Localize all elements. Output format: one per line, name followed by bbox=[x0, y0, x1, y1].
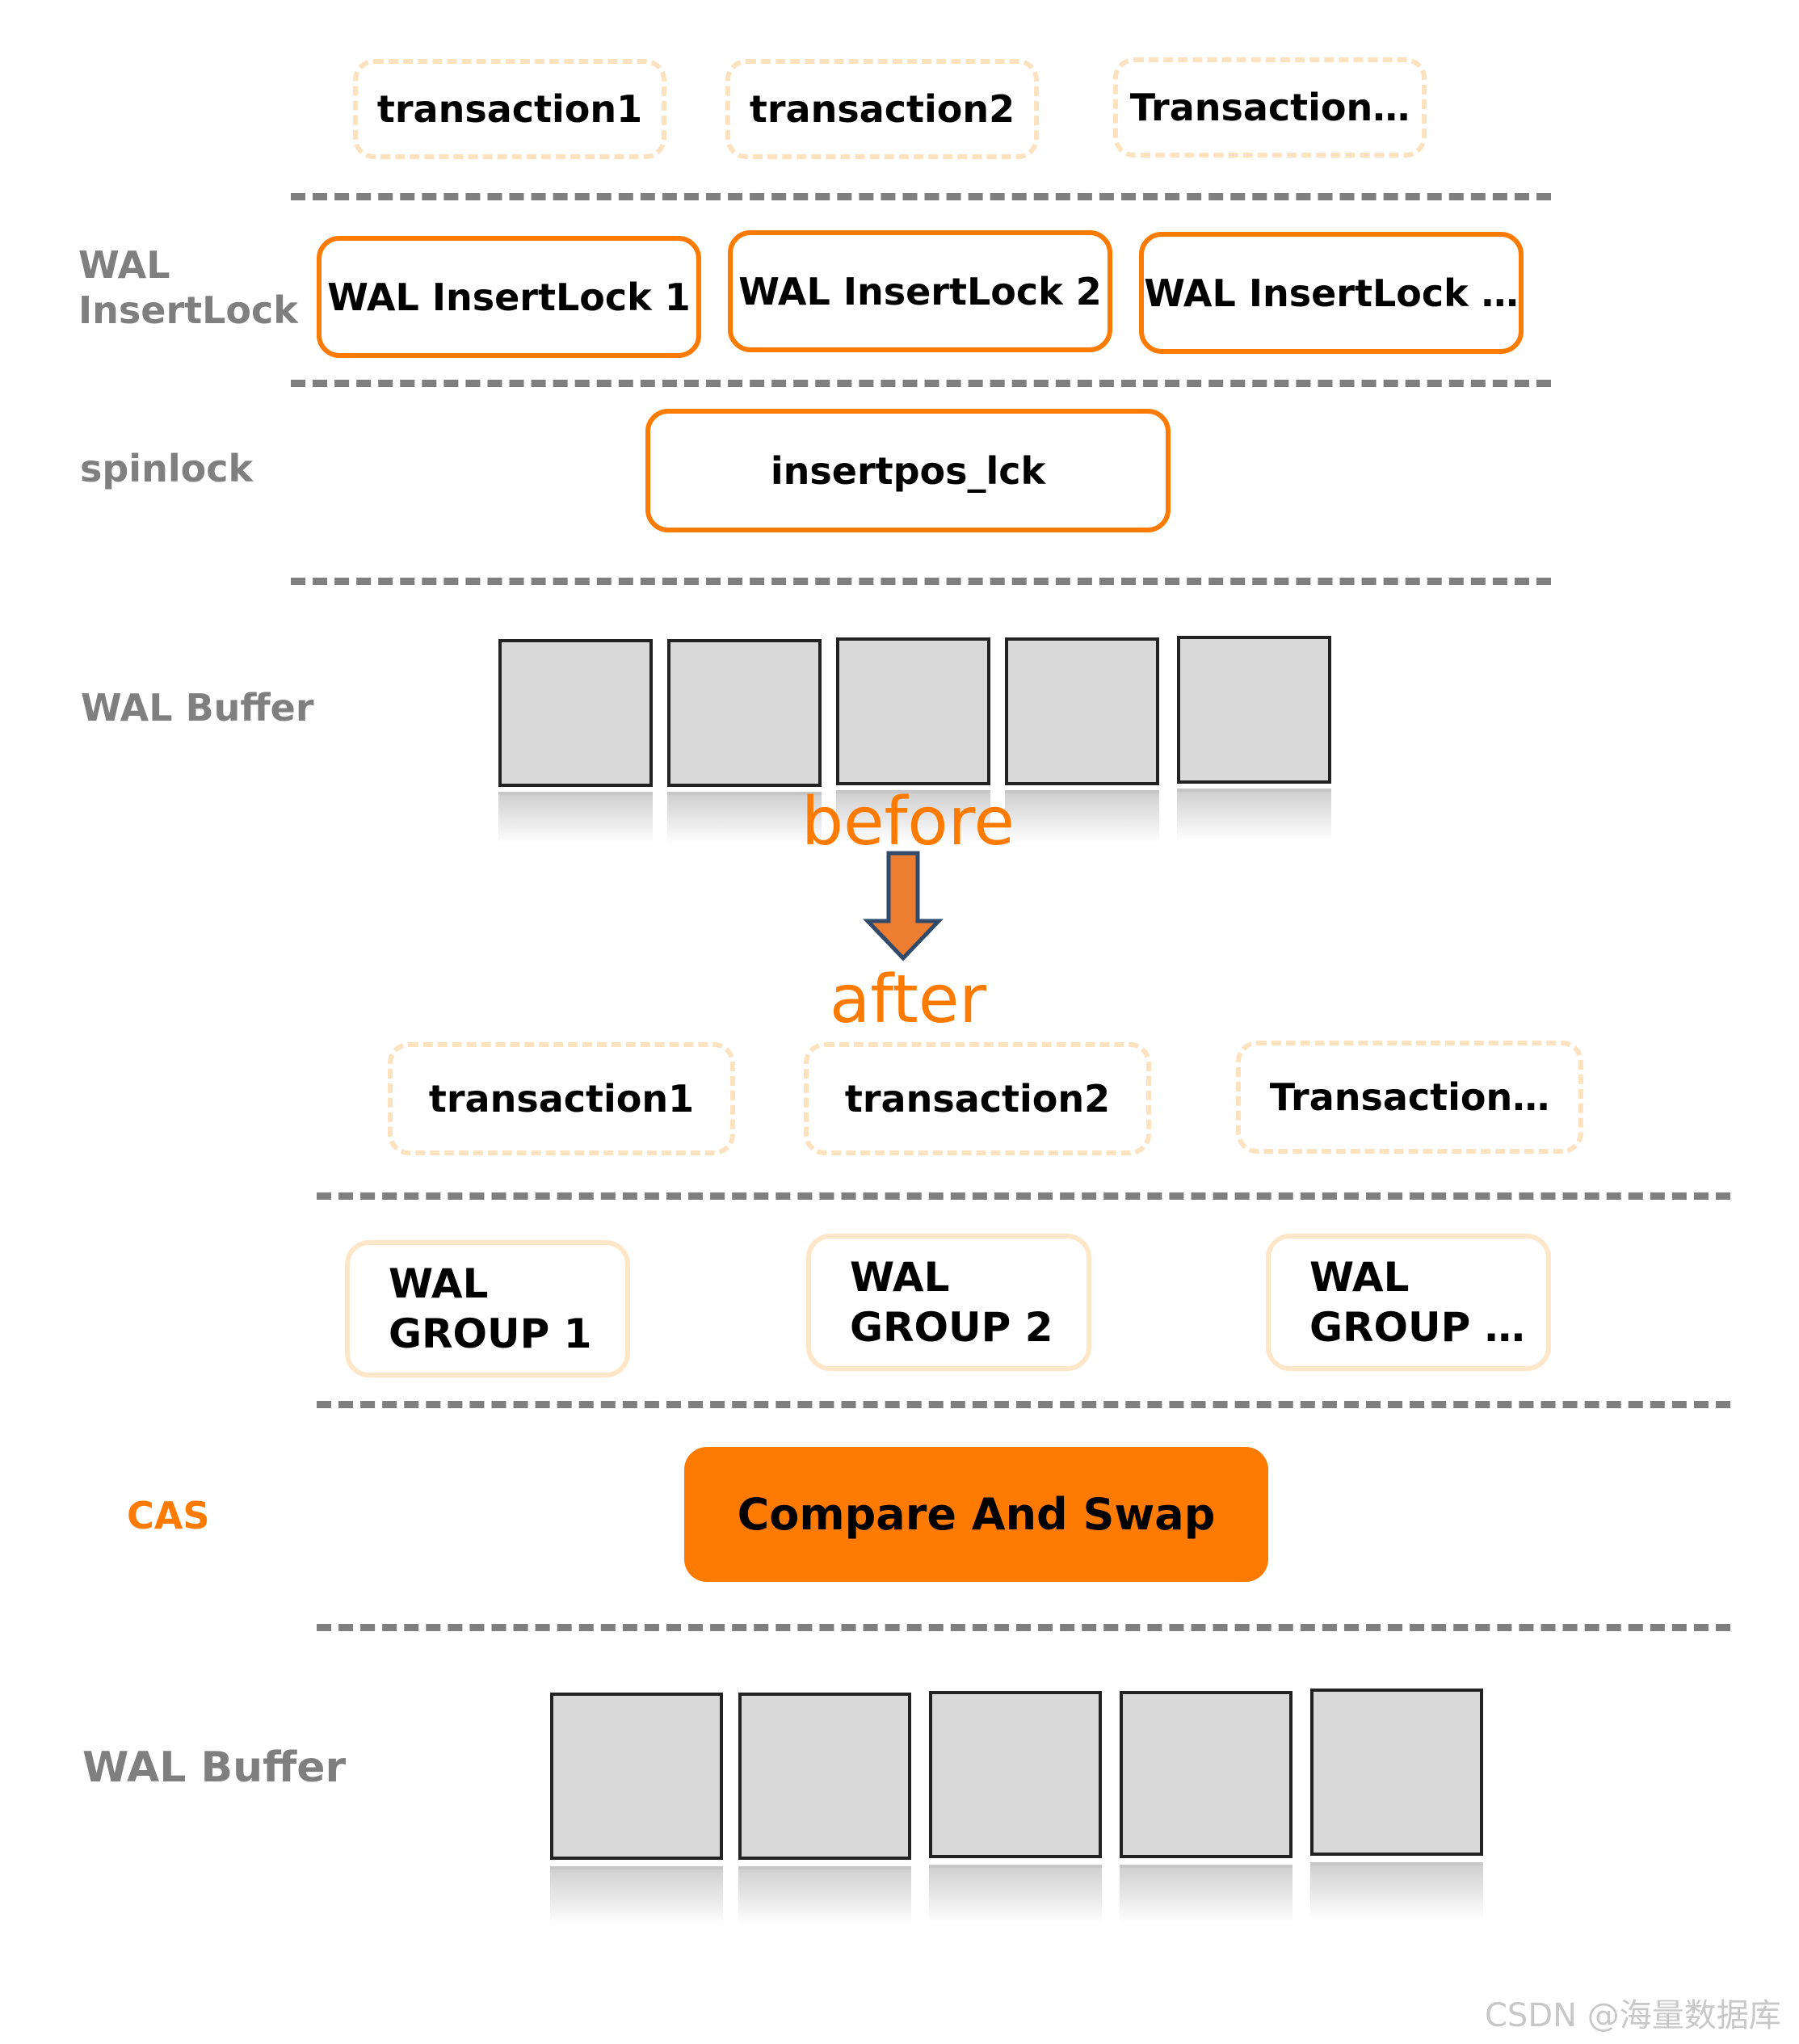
after-buffer-cell bbox=[738, 1693, 911, 1860]
before-transaction-1: transaction1 bbox=[353, 59, 666, 159]
phase-label-after: after bbox=[830, 961, 986, 1038]
before-transaction-2: transaction2 bbox=[725, 59, 1039, 159]
wal-insertlock-more: WAL InsertLock … bbox=[1139, 232, 1524, 354]
after-buffer-cell bbox=[1120, 1691, 1293, 1858]
down-arrow-icon bbox=[863, 851, 944, 961]
compare-and-swap-box: Compare And Swap bbox=[684, 1447, 1268, 1582]
before-buffer-cell bbox=[1177, 636, 1331, 784]
wal-insertlock-1: WAL InsertLock 1 bbox=[317, 236, 701, 358]
insertpos-lck-box: insertpos_lck bbox=[645, 409, 1171, 532]
before-buffer-cell bbox=[836, 637, 990, 785]
wal-group-2: WAL GROUP 2 bbox=[806, 1234, 1091, 1371]
row-label-wal-insertlock: WAL InsertLock bbox=[78, 243, 298, 332]
after-transaction-2: transaction2 bbox=[804, 1042, 1151, 1155]
after-buffer-reflection bbox=[929, 1865, 1102, 1929]
after-buffer-reflection bbox=[550, 1866, 723, 1931]
row-label-wal-buffer-before: WAL Buffer bbox=[81, 686, 314, 730]
after-buffer-cell bbox=[929, 1691, 1102, 1858]
before-buffer-reflection bbox=[498, 792, 653, 850]
row-label-wal-buffer-after: WAL Buffer bbox=[82, 1743, 347, 1792]
after-separator-3 bbox=[317, 1624, 1730, 1631]
after-buffer-reflection bbox=[1120, 1865, 1293, 1929]
before-buffer-reflection bbox=[1177, 789, 1331, 847]
wal-group-1: WAL GROUP 1 bbox=[345, 1240, 630, 1377]
before-separator-3 bbox=[291, 578, 1551, 585]
after-buffer-reflection bbox=[738, 1866, 911, 1931]
after-transaction-1: transaction1 bbox=[388, 1042, 735, 1155]
before-buffer-cell bbox=[667, 639, 822, 787]
row-label-spinlock: spinlock bbox=[80, 447, 254, 490]
row-label-cas: CAS bbox=[127, 1494, 210, 1537]
before-buffer-reflection bbox=[667, 792, 822, 850]
before-buffer-reflection bbox=[1005, 790, 1159, 848]
after-transaction-more: Transaction… bbox=[1236, 1041, 1583, 1154]
wal-insertlock-2: WAL InsertLock 2 bbox=[728, 230, 1112, 352]
after-buffer-reflection bbox=[1310, 1862, 1483, 1927]
phase-label-before: before bbox=[801, 784, 1015, 860]
before-transaction-more: Transaction… bbox=[1113, 57, 1427, 158]
before-buffer-reflection bbox=[836, 790, 990, 848]
before-separator-2 bbox=[291, 380, 1551, 387]
watermark: CSDN @海量数据库 bbox=[1485, 1997, 1781, 2034]
after-separator-1 bbox=[317, 1192, 1730, 1200]
before-buffer-cell bbox=[498, 639, 653, 787]
wal-group-more: WAL GROUP … bbox=[1266, 1234, 1551, 1371]
before-buffer-cell bbox=[1005, 637, 1159, 785]
after-separator-2 bbox=[317, 1401, 1730, 1408]
after-buffer-cell bbox=[1310, 1689, 1483, 1856]
after-buffer-cell bbox=[550, 1693, 723, 1860]
before-separator-1 bbox=[291, 193, 1551, 200]
